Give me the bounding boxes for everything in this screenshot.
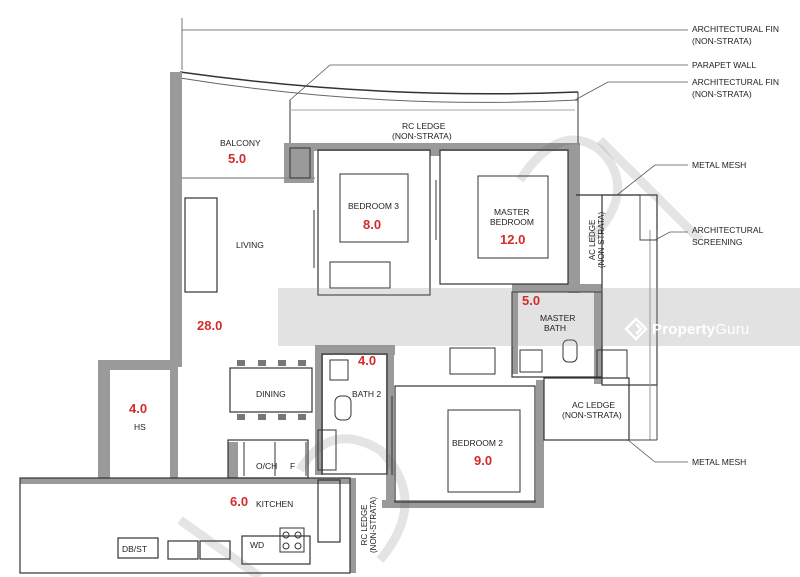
toilet-master xyxy=(562,339,578,363)
bedroom3-area: 8.0 xyxy=(363,217,382,232)
ac-ledge-vertical-line1: AC LEDGE xyxy=(588,219,597,261)
master-bedroom-label-2: BEDROOM xyxy=(490,217,534,227)
bedroom3-label: BEDROOM 3 xyxy=(348,201,400,211)
living-dining-area: 28.0 xyxy=(197,318,223,333)
toilet-bath2 xyxy=(334,395,352,421)
oven-chiller-label: O/CH xyxy=(256,461,278,471)
propertyguru-wordmark: PropertyGuru xyxy=(652,321,749,338)
bath2-area: 4.0 xyxy=(358,353,377,368)
propertyguru-watermark: PropertyGuru xyxy=(624,316,749,342)
watermark-band xyxy=(278,288,800,346)
db-store-label: DB/ST xyxy=(122,544,148,554)
wordmark-rest: Guru xyxy=(715,320,750,338)
rc-ledge-top-line2: (NON-STRATA) xyxy=(392,131,452,141)
walls xyxy=(20,72,602,573)
master-bath-label-2: BATH xyxy=(544,323,567,333)
rc-ledge-bottom: RC LEDGE (NON-STRATA) xyxy=(360,497,378,553)
rc-ledge-bottom-line2: (NON-STRATA) xyxy=(369,496,378,553)
dining-chairs xyxy=(237,360,306,420)
hs-area: 4.0 xyxy=(129,401,148,416)
callout-fin2-line2: (NON-STRATA) xyxy=(692,89,752,99)
fridge-label: F xyxy=(290,461,296,471)
watermark-strokes xyxy=(177,135,704,577)
bedroom2-label: BEDROOM 2 xyxy=(452,438,504,448)
hs-label: HS xyxy=(134,422,146,432)
ac-ledge-vertical: AC LEDGE (NON-STRATA) xyxy=(588,212,606,268)
kitchen-area: 6.0 xyxy=(230,494,249,509)
master-bedroom-label-1: MASTER xyxy=(494,207,530,217)
callout-mesh2: METAL MESH xyxy=(692,457,747,467)
wordmark-bold: Property xyxy=(652,320,716,338)
balcony-area: 5.0 xyxy=(228,151,247,166)
washer-dryer-label: WD xyxy=(250,540,265,550)
kitchen-label: KITCHEN xyxy=(256,499,294,509)
bed-bedroom3 xyxy=(339,173,409,243)
parapet-curve xyxy=(179,71,579,95)
callout-screening-line2: SCREENING xyxy=(692,237,743,247)
callout-parapet: PARAPET WALL xyxy=(692,60,757,70)
callout-fin1-line2: (NON-STRATA) xyxy=(692,36,752,46)
rc-ledge-top-line1: RC LEDGE xyxy=(402,121,446,131)
master-bath-label-1: MASTER xyxy=(540,313,576,323)
rc-ledge-bottom-line1: RC LEDGE xyxy=(360,504,369,546)
callout-screening-line1: ARCHITECTURAL xyxy=(692,225,764,235)
living-label: LIVING xyxy=(236,240,264,250)
master-bath-area: 5.0 xyxy=(522,293,541,308)
balcony-label: BALCONY xyxy=(220,138,261,148)
callout-fin2-line1: ARCHITECTURAL FIN xyxy=(692,77,780,87)
bed-bedroom2 xyxy=(447,409,521,493)
dining-label: DINING xyxy=(256,389,286,399)
propertyguru-logo-icon xyxy=(624,317,648,341)
bedroom2-area: 9.0 xyxy=(474,453,493,468)
bed-master xyxy=(477,175,549,259)
master-bedroom-area: 12.0 xyxy=(500,232,526,247)
ac-ledge-vertical-line2: (NON-STRATA) xyxy=(597,211,606,268)
callout-fin1-line1: ARCHITECTURAL FIN xyxy=(692,24,780,34)
ac-ledge-right-line1: AC LEDGE xyxy=(572,400,615,410)
sink-master xyxy=(519,349,543,373)
ac-ledge-right-line2: (NON-STRATA) xyxy=(562,410,622,420)
callout-mesh1: METAL MESH xyxy=(692,160,747,170)
sink-bath2 xyxy=(329,359,349,381)
bath2-label: BATH 2 xyxy=(352,389,382,399)
callout-leaders xyxy=(182,29,688,463)
